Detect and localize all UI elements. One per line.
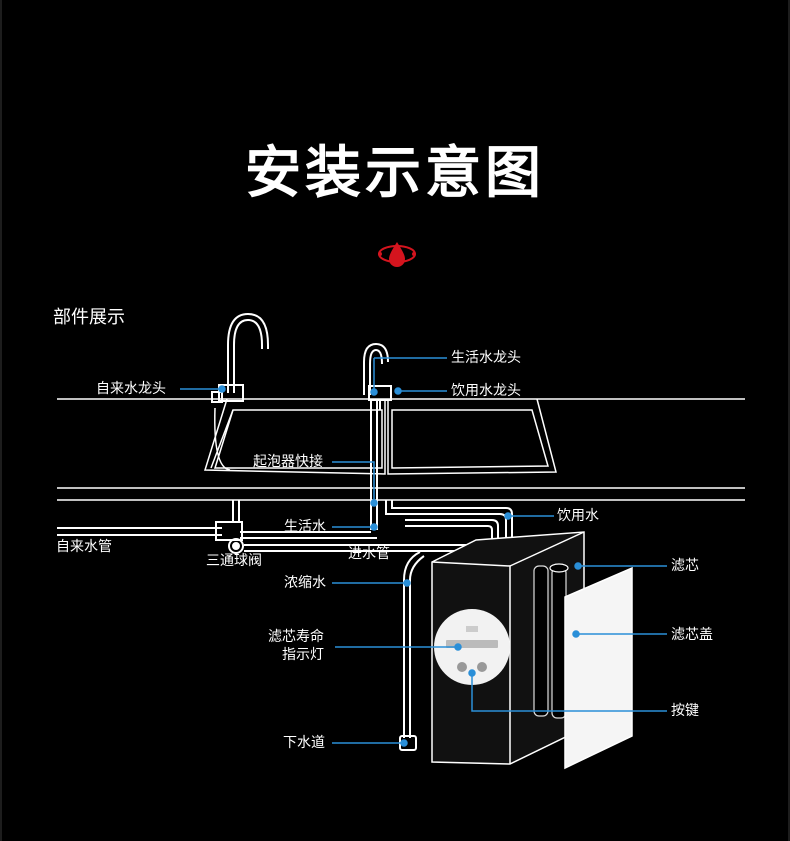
label-filter-cover: 滤芯盖 <box>671 627 713 643</box>
label-drinking-water: 饮用水 <box>557 508 599 524</box>
section-label: 部件展示 <box>53 307 125 328</box>
label-drinking-water-faucet: 饮用水龙头 <box>451 383 521 399</box>
three-way-ball-valve <box>215 521 244 554</box>
label-filter: 滤芯 <box>671 558 699 574</box>
label-filter-life-line2: 指示灯 <box>282 647 324 663</box>
label-living-water: 生活水 <box>284 519 326 535</box>
sink <box>203 398 557 475</box>
label-three-way-valve: 三通球阀 <box>206 553 262 569</box>
water-drop-icon <box>378 242 416 267</box>
label-concentrate-water: 浓缩水 <box>284 575 326 591</box>
label-living-water-faucet: 生活水龙头 <box>451 350 521 366</box>
leader-lines <box>180 357 667 747</box>
label-filter-life-line1: 滤芯寿命 <box>268 629 324 645</box>
label-bubbler-quick-connect: 起泡器快接 <box>253 454 323 470</box>
label-inlet-pipe: 进水管 <box>348 546 390 562</box>
label-button: 按键 <box>671 703 699 719</box>
domestic-faucet <box>211 312 269 403</box>
page-title: 安装示意图 <box>245 141 545 206</box>
label-domestic-faucet: 自来水龙头 <box>96 381 166 397</box>
label-drain: 下水道 <box>283 735 325 751</box>
dual-faucet <box>363 342 392 410</box>
label-tap-water-pipe: 自来水管 <box>56 539 112 555</box>
filter-cover-panel <box>564 566 633 770</box>
